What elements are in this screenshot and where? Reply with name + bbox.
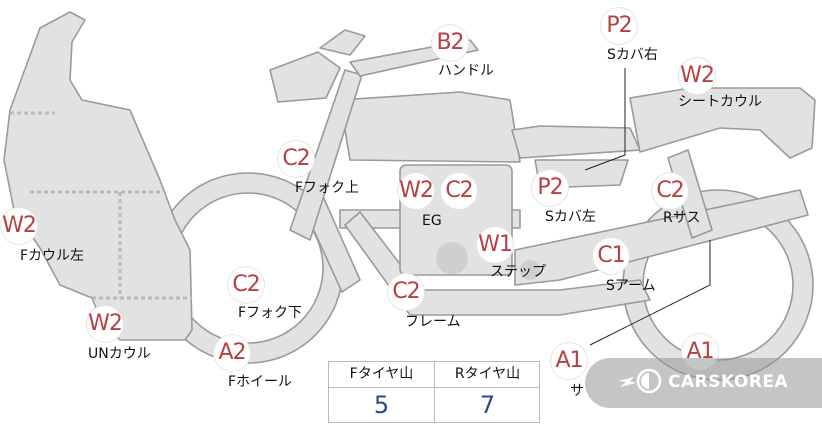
marker-eg-w-code[interactable]: W2 — [398, 173, 434, 209]
marker-fcowl-left-label: Fカウル左 — [20, 248, 85, 264]
rear-tread-header: Rタイヤ山 — [435, 362, 540, 388]
mirror-shape — [319, 29, 366, 56]
marker-fwheel-label: Fホイール — [228, 374, 293, 390]
marker-ffork-upper-label: Fフォク上 — [295, 180, 360, 196]
marker-rsus-code[interactable]: C2 — [652, 173, 688, 209]
rear-shock-shape — [667, 149, 713, 239]
marker-eg-c-code[interactable]: C2 — [441, 173, 477, 209]
marker-uncowl-label: UNカウル — [88, 346, 151, 362]
marker-step-label: ステップ — [490, 264, 546, 280]
front-fairing-shape — [3, 11, 193, 341]
carskorea-logo-icon — [618, 368, 662, 394]
marker-frame-code[interactable]: C2 — [388, 274, 424, 310]
marker-seatcowl-label: シートカウル — [678, 94, 762, 110]
marker-fcowl-left-code[interactable]: W2 — [1, 208, 37, 244]
seat-shape — [511, 125, 641, 159]
marker-muffler-code[interactable]: A1 — [551, 343, 587, 379]
marker-uncowl-code[interactable]: W2 — [87, 306, 123, 342]
marker-rsus-label: Rサス — [663, 210, 701, 226]
swing-arm-shape — [514, 189, 809, 286]
engine-detail-circle-2 — [520, 260, 540, 280]
exhaust-shape — [344, 211, 651, 316]
fuel-tank-shape — [339, 91, 521, 163]
headlight-shape — [269, 51, 341, 103]
marker-sside-right-label: Sカバ右 — [607, 47, 658, 63]
front-tread-value: 5 — [373, 391, 390, 419]
marker-sarm-code[interactable]: C1 — [593, 238, 629, 274]
marker-ffork-lower-label: Fフォク下 — [238, 305, 303, 321]
marker-ffork-lower-code[interactable]: C2 — [228, 267, 264, 303]
marker-sarm-label: Sアーム — [606, 278, 656, 294]
marker-seatcowl-code[interactable]: W2 — [679, 58, 715, 94]
watermark-text: CARSKOREA — [668, 372, 789, 392]
engine-detail-circle — [436, 242, 468, 274]
marker-eg-w-label: EG — [422, 213, 442, 229]
rear-tread-column: Rタイヤ山 7 — [435, 362, 540, 422]
marker-step-code[interactable]: W1 — [477, 227, 513, 263]
front-tread-header: Fタイヤ山 — [329, 362, 434, 388]
marker-ffork-upper-code[interactable]: C2 — [278, 141, 314, 177]
seat-cowl-shape — [629, 87, 816, 159]
watermark-banner — [585, 358, 822, 408]
marker-sside-left-code[interactable]: P2 — [532, 170, 568, 206]
marker-fwheel-code[interactable]: A2 — [214, 335, 250, 371]
marker-handle-code[interactable]: B2 — [432, 25, 468, 61]
marker-sside-left-label: Sカバ左 — [545, 209, 596, 225]
marker-handle-label: ハンドル — [438, 63, 494, 79]
marker-sside-right-code[interactable]: P2 — [601, 8, 637, 44]
marker-muffler-label: サ — [570, 383, 584, 399]
marker-frame-label: フレーム — [405, 314, 461, 330]
leader-line-muffler — [589, 240, 711, 346]
front-tread-column: Fタイヤ山 5 — [329, 362, 435, 422]
rear-tread-value: 7 — [479, 391, 496, 419]
tire-tread-table: Fタイヤ山 5 Rタイヤ山 7 — [328, 361, 540, 423]
leader-line-sside-right — [584, 68, 626, 171]
